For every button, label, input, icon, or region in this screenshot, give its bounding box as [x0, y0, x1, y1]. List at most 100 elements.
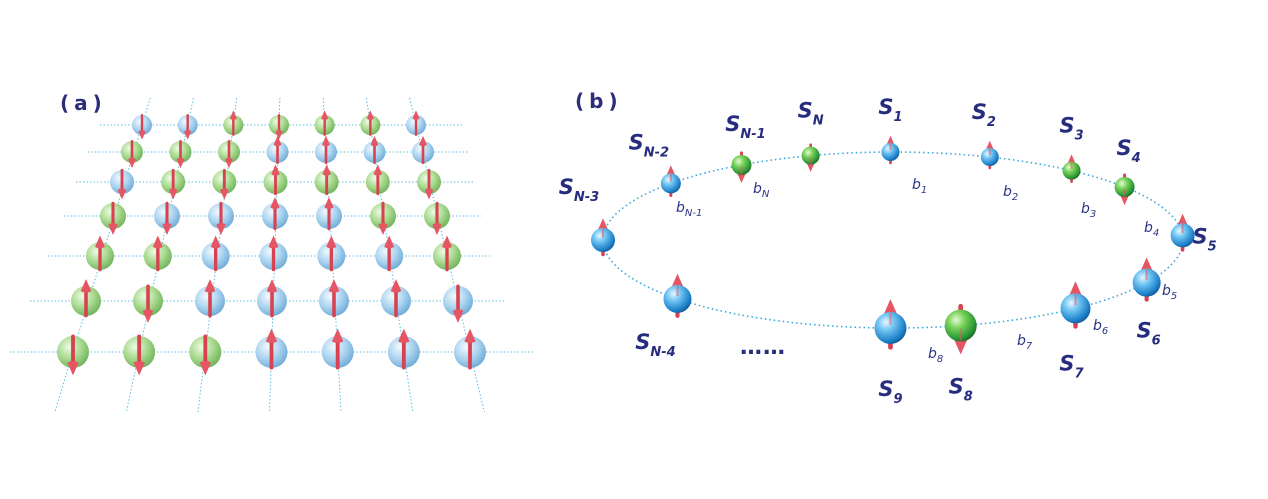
- lattice-site: [110, 168, 134, 200]
- blue-sphere: [881, 143, 900, 162]
- site-label-s2: S2: [972, 100, 996, 130]
- arrow-head: [464, 328, 476, 344]
- bond-label-subscript: 2: [1012, 192, 1018, 203]
- lattice-site: [360, 110, 381, 136]
- site-label-sn1: SN-1: [725, 112, 765, 142]
- lattice-site: [363, 135, 386, 165]
- lattice-site: [375, 235, 404, 272]
- spin-down-arrow: [133, 334, 145, 376]
- site-label-subscript: 4: [1131, 151, 1141, 166]
- arrow-head: [432, 223, 442, 236]
- ring-spins: [591, 135, 1195, 355]
- arrow-head: [324, 196, 334, 209]
- spin-up-arrow: [273, 135, 282, 165]
- lattice-site: [154, 201, 180, 236]
- spin-up-arrow: [80, 279, 92, 318]
- spin-up-arrow: [204, 279, 216, 318]
- bond-label-subscript: 3: [1090, 209, 1096, 220]
- spin-down-arrow: [176, 139, 185, 169]
- bond-label-subscript: 7: [1026, 341, 1033, 352]
- lattice-site: [316, 196, 342, 231]
- spin-up-arrow: [390, 279, 402, 318]
- lattice-site: [132, 114, 152, 140]
- arrow-head: [128, 157, 136, 169]
- site-label-subscript: 5: [1208, 239, 1217, 254]
- site-label-subscript: N-3: [574, 190, 599, 205]
- arrow-head: [117, 188, 127, 200]
- ring-site-s5: [1170, 213, 1195, 252]
- bond-label-subscript: 5: [1171, 291, 1177, 302]
- site-label-base: S: [1193, 224, 1208, 248]
- bond-label-base: b: [676, 200, 685, 216]
- bond-label-subscript: 8: [937, 354, 943, 365]
- spin-up-arrow: [370, 135, 379, 165]
- spin-up-arrow: [366, 110, 374, 136]
- bond-label-base: b: [753, 181, 762, 197]
- bond-label-base: b: [1003, 184, 1012, 200]
- green-sphere: [801, 146, 820, 165]
- arrow-head: [271, 164, 280, 176]
- panel-a-label: (a): [60, 91, 107, 115]
- lattice-site: [57, 334, 89, 376]
- lattice-site: [255, 328, 288, 370]
- site-label-subscript: N: [813, 114, 824, 129]
- ring-site-s6: [1132, 257, 1161, 302]
- bond-label-base: b: [1081, 201, 1090, 217]
- spin-up-arrow: [270, 196, 280, 231]
- spin-up-arrow: [95, 235, 105, 272]
- lattice-site: [381, 279, 411, 318]
- lattice-site: [71, 279, 101, 318]
- lattice-site: [319, 279, 349, 318]
- arrow-head: [370, 135, 379, 147]
- spin-down-arrow: [128, 139, 136, 169]
- spin-up-arrow: [412, 110, 420, 136]
- chain-ellipsis: ……: [740, 335, 786, 360]
- lattice-site: [100, 201, 126, 236]
- lattice-spins: [57, 110, 486, 376]
- lattice-site: [161, 168, 186, 200]
- bond-label-b1: b1: [912, 177, 927, 196]
- arrow-head: [270, 196, 280, 209]
- site-label-subscript: 6: [1152, 334, 1161, 349]
- spin-up-arrow: [398, 328, 410, 370]
- blue-sphere: [1132, 268, 1161, 297]
- arrow-head: [419, 135, 427, 147]
- arrow-head: [204, 279, 216, 293]
- bond-label-base: b: [928, 346, 937, 362]
- site-label-subscript: N-4: [650, 345, 675, 360]
- green-sphere: [731, 154, 752, 175]
- lattice-site: [212, 168, 237, 200]
- site-label-s6: S6: [1137, 319, 1161, 349]
- ring-site-s8: [944, 303, 977, 355]
- spin-down-arrow: [424, 168, 434, 200]
- ring-site-s3: [1062, 154, 1081, 183]
- lattice-site: [387, 328, 420, 370]
- spin-up-arrow: [268, 235, 279, 272]
- arrow-head: [152, 235, 163, 249]
- bond-label-b8: b8: [928, 346, 943, 365]
- site-label-sn3: SN-3: [559, 175, 599, 205]
- lattice-site: [266, 135, 289, 165]
- blue-sphere: [980, 148, 999, 167]
- arrow-head: [384, 235, 395, 249]
- spin-down-arrow: [452, 284, 464, 323]
- spin-down-arrow: [138, 114, 146, 140]
- ring-site-sn1: [731, 151, 752, 184]
- spin-down-arrow: [275, 114, 283, 140]
- blue-sphere: [1060, 293, 1091, 324]
- ring-site-s1: [881, 135, 900, 165]
- lattice-site: [259, 235, 288, 272]
- site-label-s7: S7: [1059, 351, 1084, 381]
- site-label-base: S: [559, 175, 574, 199]
- spin-down-arrow: [216, 201, 226, 236]
- site-label-s1: S1: [878, 95, 902, 125]
- arrow-head: [225, 157, 233, 169]
- lattice-site: [314, 164, 339, 196]
- arrow-head: [366, 110, 374, 120]
- ring-site-sn2: [660, 165, 681, 197]
- lattice-site: [223, 110, 244, 136]
- arrow-head: [266, 279, 278, 293]
- ring-site-s7: [1060, 281, 1091, 329]
